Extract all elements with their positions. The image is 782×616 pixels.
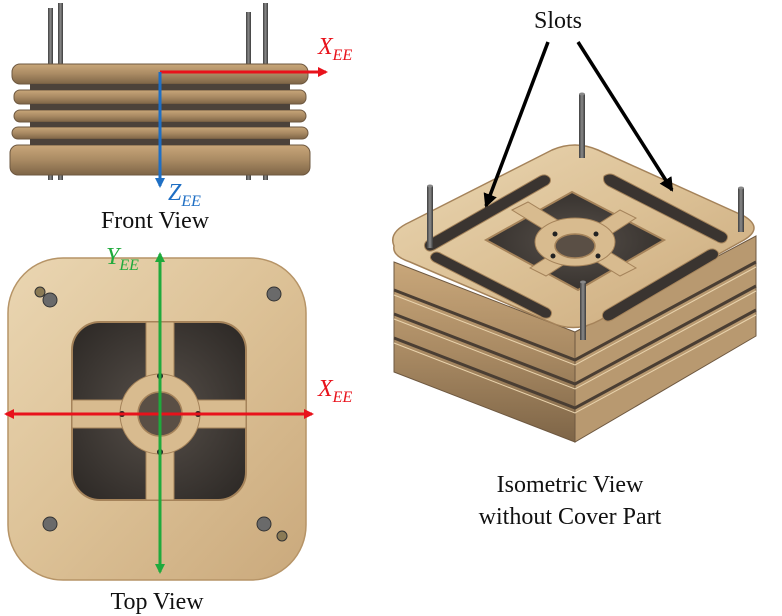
slots-label: Slots	[534, 8, 582, 34]
front-view-caption: Front View	[101, 208, 210, 234]
isometric-view: Slots Isometric View without Cover Part	[392, 8, 757, 530]
iso-slots	[423, 173, 729, 322]
top-screws	[34, 286, 288, 542]
top-view: YEE XEE Top View	[4, 244, 352, 615]
front-x-label: XEE	[317, 34, 352, 64]
iso-plate-stack	[393, 235, 757, 443]
top-view-caption: Top View	[110, 589, 204, 615]
front-z-label: ZEE	[168, 180, 201, 210]
top-y-label: YEE	[106, 244, 139, 274]
slots-arrow-right	[576, 41, 674, 192]
front-view: XEE ZEE Front View	[9, 3, 352, 234]
slots-arrow-left	[483, 41, 550, 208]
iso-rods	[427, 92, 744, 340]
isometric-caption-line2: without Cover Part	[479, 504, 662, 530]
isometric-caption-line1: Isometric View	[497, 472, 644, 498]
top-x-label: XEE	[317, 376, 352, 406]
